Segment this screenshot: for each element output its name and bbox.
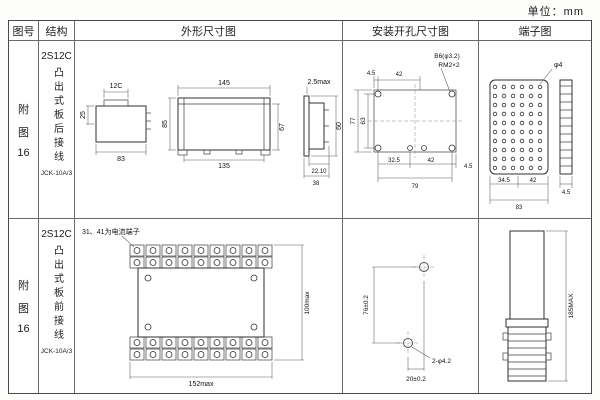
terminal-drawing-r1: φ4 34.5 42 4.5 83: [489, 62, 573, 211]
front-view-dims: [167, 84, 280, 162]
current-terminal-note: 31、41为电流端子: [82, 227, 140, 236]
structure-r1: 2S12C 凸出式板后接线 JCK-10A/3: [39, 41, 75, 219]
dim-label: 4.5: [562, 190, 571, 196]
hole-dia-label: φ4: [554, 62, 563, 69]
dim-label: 100max: [304, 291, 311, 315]
outline-drawing-r1: 12C 25 83: [80, 79, 342, 187]
dim-label: 32.5: [388, 158, 400, 164]
terminal-cell-r1: φ4 34.5 42 4.5 83: [479, 41, 591, 219]
terminal-dims: [489, 68, 573, 204]
header-terminal: 端子图: [479, 21, 591, 41]
dim-label: 145: [218, 80, 230, 87]
dim-label: 42: [427, 158, 434, 164]
dim-label: 185MAX: [568, 293, 575, 319]
front-view: [177, 97, 270, 155]
side-view: [303, 95, 329, 156]
dim-label: 34.5: [498, 178, 510, 184]
dim-label: 22.10: [311, 169, 327, 175]
install-cell-r1: 4.5 42 B6(φ3.2) RM2×2 77 63 32.5 42 4.5 …: [343, 41, 479, 219]
install-drawing-r2: 76±0.2 2-φ4.2 20±0.2: [363, 255, 451, 383]
structure-desc: 凸出式板后接线: [51, 67, 63, 165]
dim-label: 77: [350, 117, 357, 125]
structure-r2: 2S12C 凸出式板前接线 JCK-10A/3: [39, 219, 75, 393]
mounting-hole-pattern: [367, 83, 462, 158]
terminal-dims: [546, 230, 568, 382]
thread-spec-label: RM2×2: [438, 62, 460, 69]
relay-side-view: [502, 230, 552, 382]
fig-line: 图: [18, 303, 29, 315]
dim-label: 38: [312, 181, 319, 187]
fig-line: 附: [18, 280, 29, 292]
fig-no-r1: 附 图 16: [9, 41, 39, 219]
type-code: JCK-10A/3: [40, 170, 73, 177]
install-drawing-r1: 4.5 42 B6(φ3.2) RM2×2 77 63 32.5 42 4.5 …: [350, 53, 473, 190]
fig-line: 图: [18, 126, 29, 139]
dim-label: 83: [117, 156, 125, 163]
dim-label: 63: [360, 117, 367, 125]
top-view-dims: [85, 88, 146, 155]
outline-cell-r1: 12C 25 83: [75, 41, 343, 219]
header-install: 安装开孔尺寸图: [343, 21, 479, 41]
fig-line: 16: [17, 323, 30, 335]
type-code: JCK-10A/3: [40, 348, 73, 355]
outline-cell-r2: 31、41为电流端子 100max 152max: [75, 219, 343, 393]
dim-label: 135: [218, 163, 230, 170]
side-view-dims: [303, 86, 338, 178]
hole-dia-label: 2-φ4.2: [432, 358, 451, 365]
top-view: [95, 99, 151, 142]
model-label: 2S12C: [41, 51, 72, 62]
dim-label: 42: [395, 72, 402, 78]
dim-label: 85: [162, 120, 169, 128]
header-structure: 结构: [39, 21, 75, 41]
front-view-dims: [121, 235, 304, 379]
structure-desc: 凸出式板前接线: [51, 245, 63, 343]
fig-line: 16: [17, 146, 30, 159]
mounting-hole-pattern: [395, 255, 436, 355]
dim-label: 67: [279, 123, 286, 131]
fig-no-r2: 附 图 16: [9, 219, 39, 393]
unit-label: 单位：mm: [527, 6, 584, 18]
terminal-cell-r2: 185MAX: [479, 219, 591, 393]
install-dims: [371, 266, 430, 371]
dim-label: 20±0.2: [406, 376, 426, 383]
header-fig-no: 图号: [9, 21, 39, 41]
dim-label: 4.5: [464, 164, 473, 170]
hole-spec-label: B6(φ3.2): [434, 53, 460, 60]
front-view: [129, 244, 272, 361]
dim-label: 4.5: [366, 71, 375, 77]
outline-drawing-r2: 31、41为电流端子 100max 152max: [82, 227, 311, 388]
header-outline: 外形尺寸图: [75, 21, 343, 41]
dim-label: 79: [411, 184, 418, 190]
fig-line: 附: [18, 103, 29, 116]
dim-label: 25: [80, 111, 87, 119]
dim-label: 152max: [188, 381, 213, 388]
dim-label: 60: [336, 122, 342, 130]
dim-label: 76±0.2: [363, 295, 370, 315]
terminal-side: [559, 79, 573, 174]
install-dims: [353, 67, 456, 182]
terminal-drawing-r2: 185MAX: [502, 230, 575, 382]
drawing-table: 图号 结构 外形尺寸图 安装开孔尺寸图 端子图 附 图 16 2S12C 凸出式…: [8, 20, 592, 394]
install-cell-r2: 76±0.2 2-φ4.2 20±0.2: [343, 219, 479, 393]
dim-label: 12C: [109, 83, 122, 90]
dim-label: 83: [516, 205, 523, 211]
model-label: 2S12C: [41, 229, 72, 240]
dim-label: 2.5max: [307, 79, 330, 86]
terminal-face: [489, 79, 549, 174]
dim-label: 42: [530, 178, 537, 184]
